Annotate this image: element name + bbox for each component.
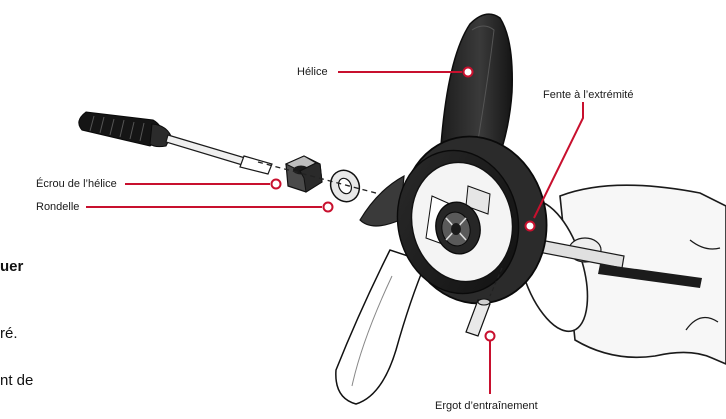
cut-off-text-line-2: nt de — [0, 372, 34, 389]
propeller-callout-dot — [462, 66, 474, 78]
washer-label: Rondelle — [36, 201, 80, 213]
end-slot-label: Fente à l’extrémité — [543, 89, 634, 101]
drive-pin-label: Ergot d’entraînement — [435, 400, 538, 412]
propeller-nut-callout-dot — [270, 178, 282, 190]
washer-icon — [329, 169, 361, 203]
drive-pin-icon — [465, 267, 503, 337]
callout-leaders — [86, 66, 584, 394]
screwdriver-icon — [78, 111, 273, 175]
propeller-icon — [335, 13, 548, 405]
cut-off-heading-fragment: uer — [0, 258, 24, 275]
cut-off-text-line-1: ré. — [0, 325, 18, 342]
propeller-label: Hélice — [297, 66, 328, 78]
propeller-nut-label: Écrou de l’hélice — [36, 178, 117, 190]
drive-pin-callout-dot — [484, 330, 496, 342]
washer-callout-dot — [322, 201, 334, 213]
end-slot-callout-dot — [524, 220, 536, 232]
end-slot-leader-line — [533, 102, 584, 219]
